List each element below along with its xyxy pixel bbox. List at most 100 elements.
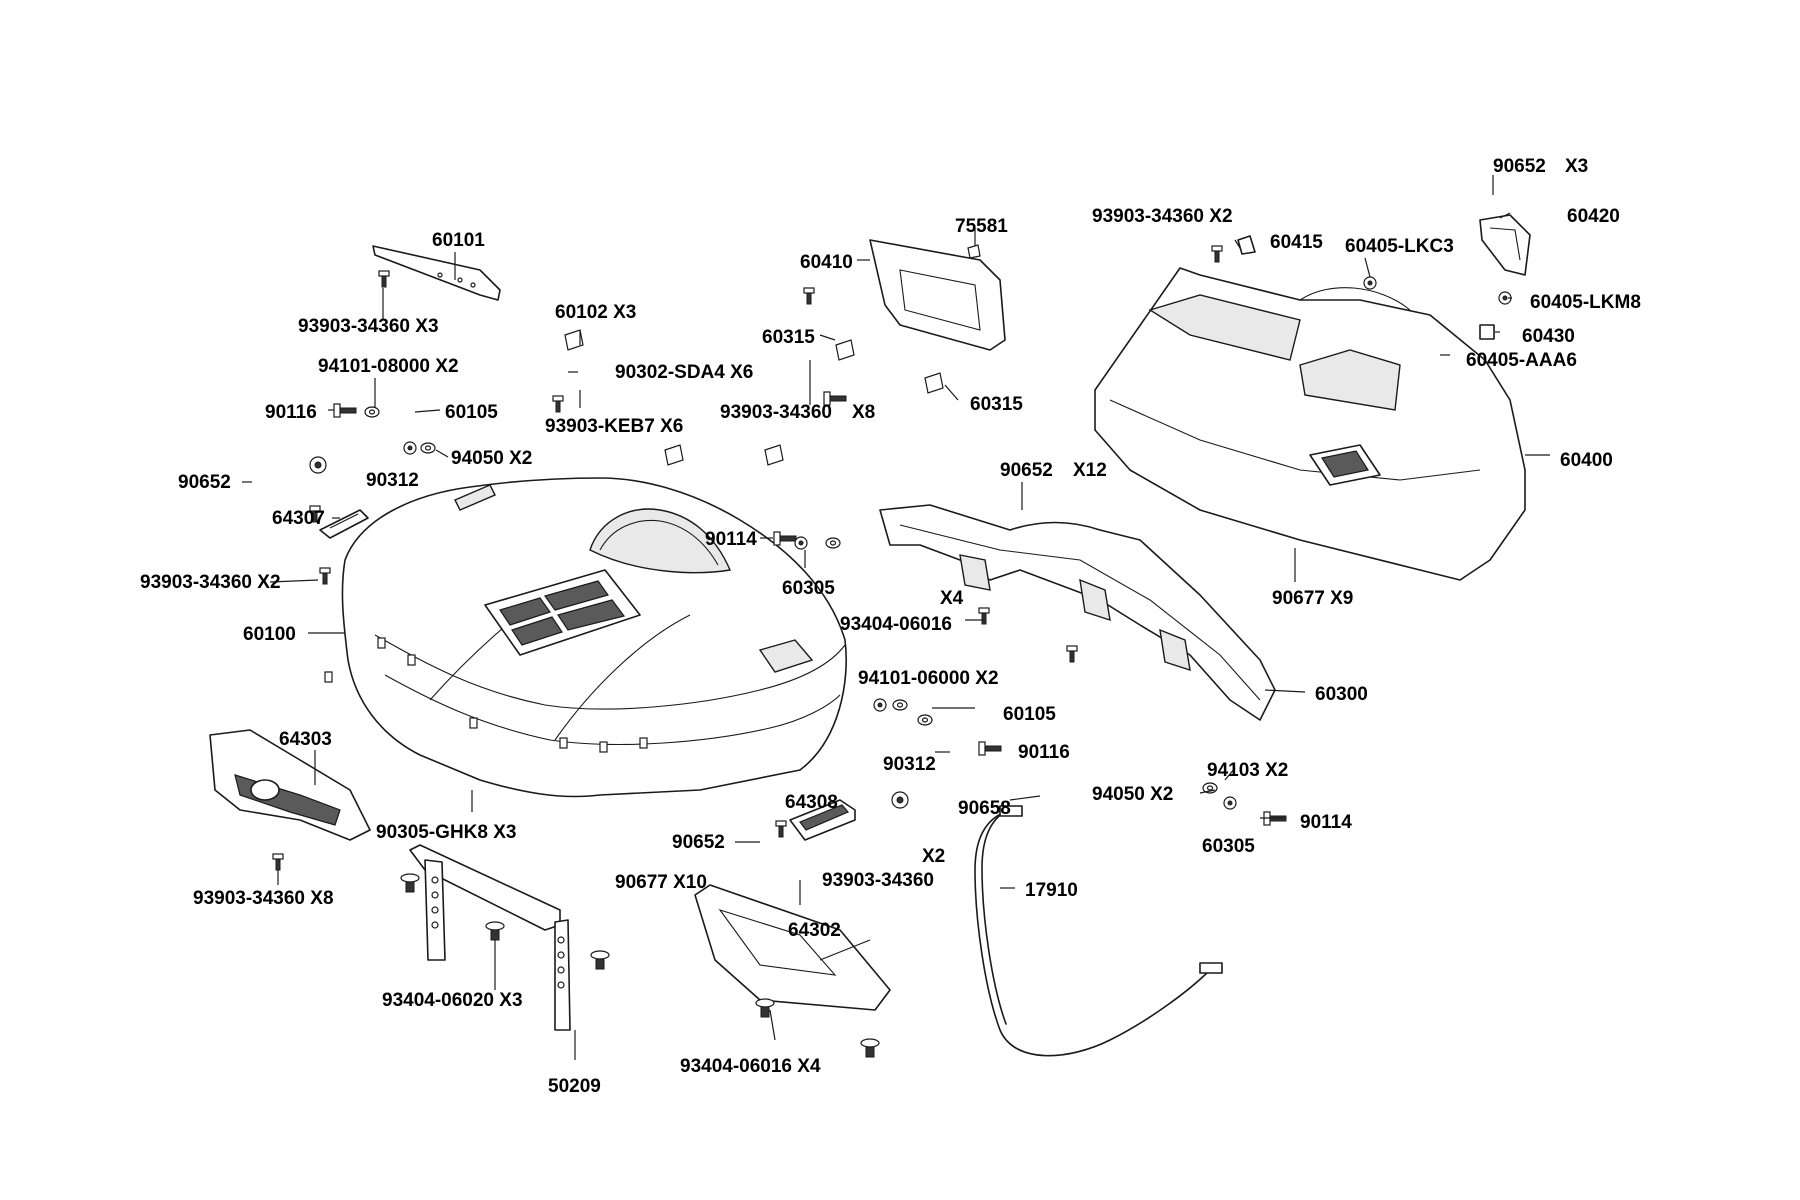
bolt-icon [978, 741, 1002, 756]
callout-90652-mid: 90652 [672, 832, 725, 853]
rear-deck-assembly [1094, 267, 1526, 581]
washer-icon [825, 537, 841, 549]
callout-90312-left: 90312 [366, 470, 419, 491]
callout-64308: 64308 [785, 792, 838, 813]
bolt-icon [590, 950, 610, 970]
bolt-icon [485, 921, 505, 941]
bolt-icon [860, 1038, 880, 1058]
screw-icon [803, 287, 815, 305]
callout-75581: 75581 [955, 216, 1008, 237]
callout-90302-sda4-x6: 90302-SDA4 X6 [615, 362, 753, 383]
callout-94050-x2-left: 94050 X2 [451, 448, 532, 469]
callout-93404-06016-x4: 93404-06016 X4 [680, 1056, 821, 1077]
callout-94050-x2-right: 94050 X2 [1092, 784, 1173, 805]
callout-93404-06016-mid: 93404-06016 [840, 614, 952, 635]
callout-60405-aaa6: 60405-AAA6 [1466, 350, 1577, 371]
rear-panel-cover [869, 239, 1006, 351]
callout-60300: 60300 [1315, 684, 1368, 705]
callout-x8-mid: X8 [852, 402, 875, 423]
rear-corner-cover [1479, 214, 1531, 276]
screw-icon [1066, 645, 1078, 663]
callout-x2-mid: X2 [922, 846, 945, 867]
callout-60400: 60400 [1560, 450, 1613, 471]
callout-60105-left: 60105 [445, 402, 498, 423]
screw-icon [272, 853, 284, 871]
leader-lines [242, 175, 1550, 1060]
callout-94101-06000-x2: 94101-06000 X2 [858, 668, 999, 689]
callout-60420: 60420 [1567, 206, 1620, 227]
upper-trim-strip [372, 245, 501, 301]
bolt-icon [400, 873, 420, 893]
callout-60315-upper: 60315 [762, 327, 815, 348]
clip-icon [924, 372, 944, 394]
callout-93903-34360-x8-mid: 93903-34360 [720, 402, 832, 423]
callout-64302: 64302 [788, 920, 841, 941]
callout-60305-left: 60305 [782, 578, 835, 599]
screw-icon [378, 270, 390, 288]
side-vent-64308 [789, 799, 856, 841]
callout-64307: 64307 [272, 508, 325, 529]
callout-90677-x10: 90677 X10 [615, 872, 707, 893]
washer-icon [917, 714, 933, 726]
callout-60405-lkm8: 60405-LKM8 [1530, 292, 1641, 313]
nut-icon [1223, 796, 1237, 810]
callout-93903-34360-x8-left: 93903-34360 X8 [193, 888, 334, 909]
callout-90652-left: 90652 [178, 472, 231, 493]
nut-icon [309, 456, 327, 474]
bolt-icon [755, 998, 775, 1018]
bolt-icon [333, 403, 357, 418]
callout-60102-x3: 60102 X3 [555, 302, 636, 323]
screw-icon [552, 395, 564, 413]
washer-icon [1202, 782, 1218, 794]
screw-icon [1211, 245, 1223, 263]
clip-icon [967, 244, 981, 259]
nut-icon [794, 536, 808, 550]
callout-90114-left: 90114 [705, 529, 757, 550]
clip-icon [764, 444, 784, 466]
clip-60430 [1479, 324, 1495, 340]
callout-60410: 60410 [800, 252, 853, 273]
callout-x12: X12 [1073, 460, 1107, 481]
callout-90114-right: 90114 [1300, 812, 1352, 833]
callout-x4-mid: X4 [940, 588, 964, 609]
callout-60305-right: 60305 [1202, 836, 1255, 857]
clip-icon [564, 329, 584, 351]
bolt-icon [773, 531, 797, 546]
callout-60405-lkc3: 60405-LKC3 [1345, 236, 1454, 257]
callout-93903-34360-x3: 93903-34360 X3 [298, 316, 439, 337]
callout-90677-x9: 90677 X9 [1272, 588, 1353, 609]
callout-90652-x12: 90652 [1000, 460, 1053, 481]
callout-93903-keb7-x6: 93903-KEB7 X6 [545, 416, 683, 437]
rear-fender-bar [879, 504, 1276, 721]
callout-60430: 60430 [1522, 326, 1575, 347]
side-bracket-64307 [319, 509, 369, 539]
clip-icon [664, 444, 684, 466]
callout-60101: 60101 [432, 230, 485, 251]
fasteners [272, 244, 1512, 1058]
screw-icon [978, 607, 990, 625]
callout-93903-34360-mid: 93903-34360 [822, 870, 934, 891]
nut-icon [403, 441, 417, 455]
front-hood-panel [324, 477, 847, 798]
callout-64303: 64303 [279, 729, 332, 750]
lower-skid-plate [694, 884, 891, 1011]
callout-labels: 60101 93903-34360 X3 94101-08000 X2 9011… [140, 156, 1641, 1097]
bolt-icon [823, 391, 847, 406]
washer-icon [892, 699, 908, 711]
washer-icon [420, 442, 436, 454]
callout-60315-lower: 60315 [970, 394, 1023, 415]
callout-50209: 50209 [548, 1076, 601, 1097]
front-grille [209, 729, 371, 841]
callout-60100: 60100 [243, 624, 296, 645]
front-frame-bracket [409, 844, 571, 1031]
callout-90116-left: 90116 [265, 402, 317, 423]
screw-icon [319, 567, 331, 585]
callout-93903-34360-x2-left: 93903-34360 X2 [140, 572, 281, 593]
screw-icon [775, 820, 787, 838]
washer-icon [364, 406, 380, 418]
callout-90116-right: 90116 [1018, 742, 1070, 763]
clip-icon [835, 339, 855, 361]
callout-93903-34360-x2-right: 93903-34360 X2 [1092, 206, 1233, 227]
release-cable [974, 805, 1223, 1057]
